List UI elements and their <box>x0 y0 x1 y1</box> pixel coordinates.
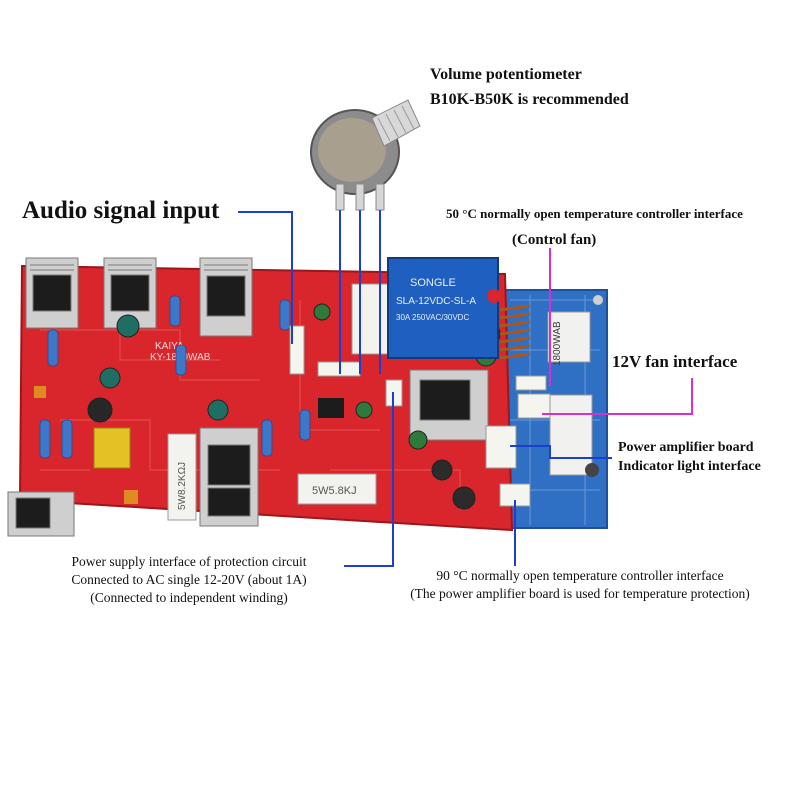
capacitor <box>313 303 331 321</box>
power-resistor-2 <box>167 433 197 521</box>
volume-label-line1: Volume potentiometer <box>430 66 582 83</box>
temp90-label-line1: 90 °C normally open temperature controll… <box>436 568 724 583</box>
blue-board-resistor-2 <box>549 394 593 476</box>
protection-label: Power supply interface of protection cir… <box>30 554 348 606</box>
protection-label-line2: Connected to AC single 12-20V (about 1A) <box>71 571 307 587</box>
heatsink-group <box>7 257 489 537</box>
power-resistor-1 <box>297 473 377 505</box>
relay-rating: 30A 250VAC/30VDC <box>396 313 469 322</box>
blue-board-model: 1800WAB <box>552 321 563 366</box>
temp90-label: 90 °C normally open temperature controll… <box>360 568 800 602</box>
indicator-label: Power amplifier board Indicator light in… <box>618 440 761 475</box>
power-resistors: 5W5.8KJ 5W8.2KΩJ <box>167 283 389 521</box>
ic-chip <box>318 398 344 418</box>
protection-label-line3: (Connected to independent winding) <box>90 589 288 605</box>
volume-potentiometer-label: Volume potentiometer B10K-B50K is recomm… <box>430 66 629 110</box>
orange-led <box>34 386 46 398</box>
volume-potentiometer <box>310 99 421 211</box>
heatsink-6 <box>409 369 489 441</box>
leader-indicator <box>510 445 612 459</box>
capacitor <box>452 486 476 510</box>
power-resistor-1-label: 5W5.8KJ <box>312 485 357 497</box>
volume-label-line2: B10K-B50K is recommended <box>430 90 629 108</box>
capacitor <box>116 314 140 338</box>
power-resistor-3 <box>351 283 389 355</box>
heatsink-4 <box>199 427 259 527</box>
leader-audio-input <box>238 211 293 344</box>
heatsink-3 <box>199 257 253 337</box>
heatsink-1 <box>25 257 79 329</box>
orange-led-2 <box>124 490 138 504</box>
capacitor <box>87 397 113 423</box>
temp90-label-line2: (The power amplifier board is used for t… <box>410 585 750 601</box>
indicator-label-line1: Power amplifier board <box>618 440 754 455</box>
capacitor <box>431 459 453 481</box>
small-resistors <box>39 295 311 459</box>
indicator-label-line2: Indicator light interface <box>618 458 761 474</box>
protection-label-line1: Power supply interface of protection cir… <box>71 554 307 569</box>
connectors <box>289 325 551 507</box>
capacitor <box>99 367 121 389</box>
leader-lines <box>238 210 693 567</box>
leader-protection <box>344 392 394 567</box>
power-resistor-2-label: 5W8.2KΩJ <box>177 462 188 510</box>
board-brand: KAIYA <box>155 341 184 352</box>
inductor-coil <box>499 304 531 360</box>
audio-input-connector <box>289 325 305 375</box>
relay-model: SLA-12VDC-SL-A <box>396 296 476 307</box>
relay-brand: SONGLE <box>410 277 456 289</box>
film-capacitor <box>93 427 131 469</box>
temp50-connector <box>515 375 547 391</box>
capacitor <box>408 430 428 450</box>
capacitor <box>207 399 229 421</box>
fan12v-label: 12V fan interface <box>612 352 738 371</box>
temp50-label-line1: 50 °C normally open temperature controll… <box>446 206 743 221</box>
leader-fan12v <box>542 378 693 415</box>
capacitor <box>355 401 373 419</box>
heatsink-5 <box>7 491 75 537</box>
blue-board-resistor <box>547 311 591 363</box>
temp50-label-line2: (Control fan) <box>512 232 597 248</box>
audio-signal-input-label: Audio signal input <box>22 197 220 224</box>
relay: SONGLE SLA-12VDC-SL-A 30A 250VAC/30VDC <box>387 257 501 359</box>
